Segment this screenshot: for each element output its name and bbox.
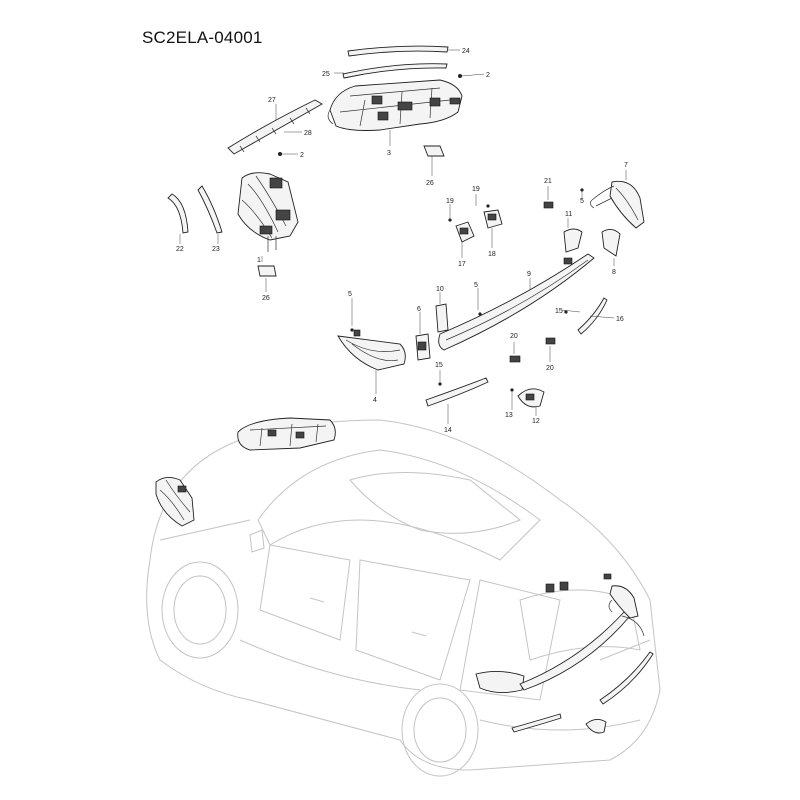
bracket-6	[415, 333, 431, 361]
callout-26: 26	[426, 180, 434, 187]
trim-strip-27	[227, 99, 323, 155]
callout-5: 5	[348, 291, 352, 298]
callout-11: 11	[565, 211, 572, 218]
license-lamp-12	[517, 388, 545, 408]
callout-24: 24	[462, 48, 470, 55]
callout-4: 4	[373, 397, 377, 404]
callout-15: 15	[435, 362, 443, 369]
callout-8: 8	[612, 269, 616, 276]
curved-strip-23	[197, 185, 223, 234]
trim-strip-24	[347, 45, 449, 57]
callout-3: 3	[387, 150, 391, 157]
callout-23: 23	[212, 246, 220, 253]
callout-labels: 24 25 2 27 28 3 2 26 21 7 19 19 5 11 22 …	[176, 48, 628, 434]
callout-9: 9	[527, 271, 531, 278]
callout-17: 17	[458, 261, 466, 268]
callout-12: 12	[532, 418, 540, 425]
bracket-17	[455, 221, 475, 243]
callout-13: 13	[505, 412, 513, 419]
callout-20: 20	[510, 333, 518, 340]
rear-lamp-4	[337, 329, 406, 371]
bracket-18	[483, 209, 503, 229]
diagram-title: SC2ELA-04001	[142, 28, 263, 47]
cover-8	[601, 229, 621, 257]
callout-16: 16	[616, 316, 624, 323]
callout-1: 1	[257, 257, 261, 264]
callout-27: 27	[268, 97, 276, 104]
vehicle-headlamp-top	[237, 417, 336, 451]
bracket-10	[435, 303, 449, 333]
callout-28: 28	[304, 130, 312, 137]
tail-strip-9	[438, 253, 595, 351]
callout-5: 5	[580, 198, 584, 205]
callout-22: 22	[176, 246, 184, 253]
clip-21	[543, 201, 554, 209]
pad-26-left	[257, 265, 277, 277]
callout-2: 2	[300, 152, 304, 159]
callout-10: 10	[436, 286, 444, 293]
rear-lamp-7	[590, 180, 645, 229]
screws	[278, 74, 584, 392]
callout-21: 21	[544, 178, 552, 185]
side-headlamp-1	[237, 172, 299, 252]
callout-20: 20	[546, 365, 554, 372]
callout-5: 5	[474, 282, 478, 289]
trim-strip-25	[342, 63, 448, 79]
reflector-strip-14	[425, 377, 489, 407]
curved-strip-22	[167, 193, 189, 234]
callout-6: 6	[417, 306, 421, 313]
vehicle-tail-lamps	[475, 573, 654, 734]
cover-11	[563, 228, 583, 253]
vehicle-headlamp-side	[155, 477, 195, 527]
vehicle-outline	[146, 419, 661, 777]
pad-26-top	[423, 145, 445, 157]
callout-26: 26	[262, 295, 270, 302]
clip-20-b	[545, 337, 556, 345]
callout-19: 19	[472, 186, 480, 193]
clip-20-a	[509, 355, 521, 363]
callout-19: 19	[446, 198, 454, 205]
callout-14: 14	[444, 427, 452, 434]
headlamp-assembly-3	[327, 79, 463, 131]
callout-2: 2	[486, 72, 490, 79]
callout-7: 7	[624, 162, 628, 169]
callout-25: 25	[322, 71, 330, 78]
callout-18: 18	[488, 251, 496, 258]
callout-15: 15	[555, 308, 563, 315]
leader-lines	[179, 49, 627, 424]
